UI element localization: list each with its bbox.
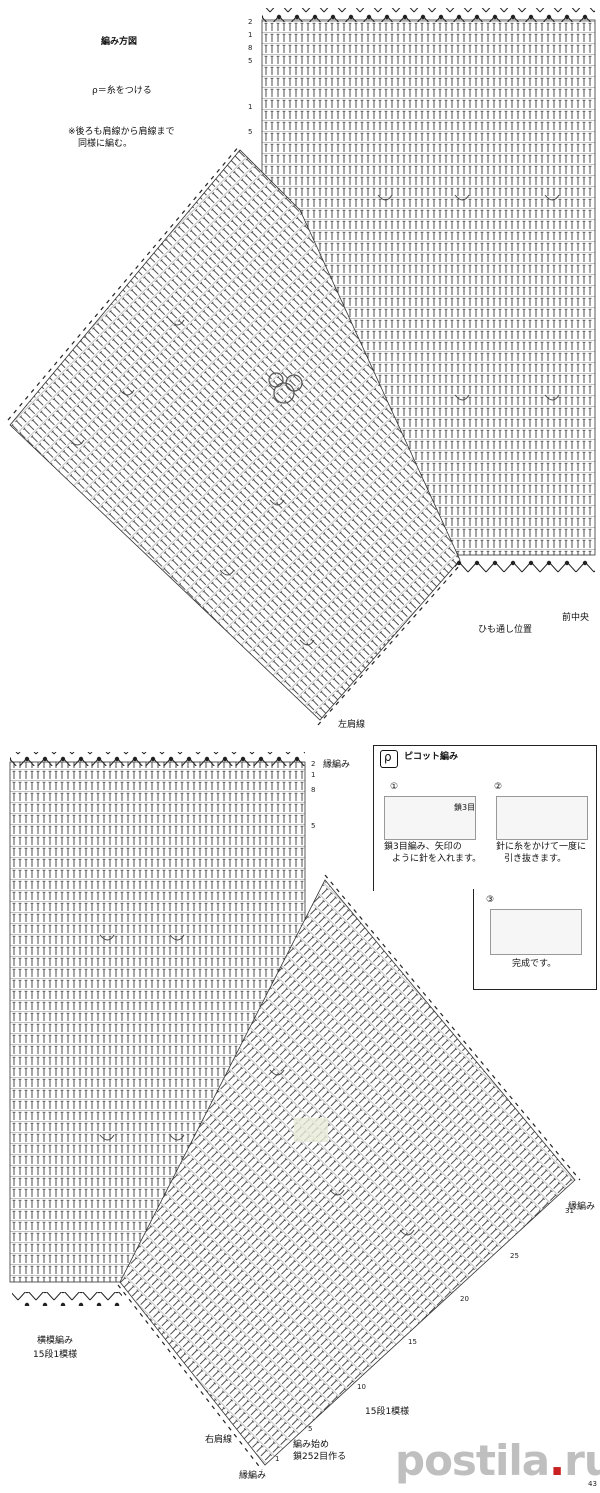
- row-number: 1: [248, 31, 253, 39]
- note-line-1: ※後ろも肩線から肩線まで: [68, 127, 175, 137]
- top-diagonal-panel: [7, 144, 461, 726]
- diag-number: 25: [510, 1252, 519, 1260]
- row-number: 2: [311, 760, 316, 768]
- picot-panel-title: ピコット編み: [404, 752, 459, 762]
- row-number: 1: [248, 103, 253, 111]
- start-label: 編み始め: [293, 1440, 330, 1450]
- step2-text-2: 引き抜きます。: [504, 854, 567, 864]
- step1-text-1: 鎖3目編み、矢印の: [384, 842, 462, 852]
- diag-number: 15: [408, 1338, 417, 1346]
- page-number: 43: [588, 1480, 597, 1488]
- step2-figure: [496, 796, 588, 840]
- edge-label-bottom: 縁編み: [239, 1471, 267, 1481]
- diag-number: 20: [460, 1295, 469, 1303]
- row-number: 5: [311, 822, 316, 830]
- edge-label-right: 縁編み: [568, 1202, 596, 1212]
- picot-step3-panel: ③ 完成です。: [473, 889, 597, 990]
- edge-label-top: 縁編み: [323, 760, 351, 770]
- picot-symbol-icon: ρ: [380, 750, 398, 768]
- picot-note: ρ＝糸をつける: [92, 86, 152, 96]
- direction-title: 編み方図: [101, 37, 138, 47]
- step2-text-1: 針に糸をかけて一度に: [496, 842, 587, 852]
- diag-number: 5: [308, 1425, 313, 1433]
- row-number: 5: [248, 57, 253, 65]
- row-number: 2: [248, 18, 253, 26]
- row-number: 8: [248, 44, 253, 52]
- diag-number: 1: [275, 1455, 280, 1463]
- step3-text: 完成です。: [512, 959, 557, 969]
- flower-motif: [268, 372, 303, 404]
- postila-watermark: postila.ru: [395, 1436, 600, 1485]
- picot-instruction-panel: ρ ピコット編み ① 鎖3目 鎖3目編み、矢印の ように針を入れます。 ② 針に…: [373, 745, 597, 891]
- side-pattern-repeat: 15段1模様: [33, 1350, 78, 1360]
- step2-number: ②: [494, 782, 503, 792]
- step1-text-2: ように針を入れます。: [392, 854, 482, 864]
- center-front-label: 前中央: [562, 613, 590, 623]
- side-pattern-label: 横模編み: [37, 1336, 74, 1346]
- step1-figure: [384, 796, 476, 840]
- step3-number: ③: [486, 895, 495, 905]
- step1-chain-label: 鎖3目: [454, 803, 476, 812]
- drawstring-label: ひも通し位置: [478, 625, 533, 635]
- bottom-diagonal-panel: [117, 874, 581, 1471]
- row-number: 5: [248, 128, 253, 136]
- right-shoulder-label: 右肩線: [205, 1435, 233, 1445]
- diag-number: 10: [357, 1383, 366, 1391]
- diag-pattern-repeat: 15段1模様: [365, 1407, 410, 1417]
- step1-number: ①: [390, 782, 399, 792]
- note-line-2: 同様に編む。: [78, 139, 133, 149]
- row-number: 1: [311, 771, 316, 779]
- start-chain-label: 鎖252目作る: [293, 1452, 347, 1462]
- left-shoulder-label: 左肩線: [338, 720, 366, 730]
- step3-figure: [490, 909, 582, 955]
- row-number: 8: [311, 786, 316, 794]
- diag-number: 31: [565, 1207, 574, 1215]
